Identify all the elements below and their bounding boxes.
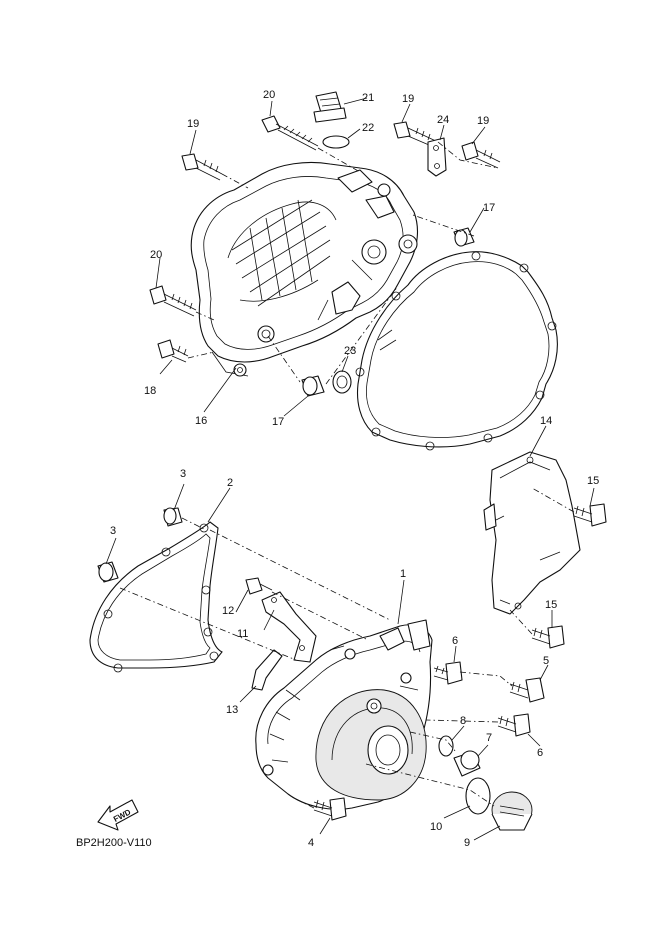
bolt-15-top [573,503,607,527]
callout-7: 7 [486,732,492,744]
generator-cover-gasket [89,521,223,669]
bolt-20-top [261,115,319,151]
diagram-code: BP2H200-V110 [76,837,152,849]
callout-11: 11 [237,628,248,640]
plug-7 [453,750,481,777]
callout-20: 20 [263,89,275,101]
crankcase-cover [190,161,419,363]
callout-4: 4 [308,837,314,849]
callout-22: 22 [362,122,374,134]
dowel-pin-17-bottom [301,375,325,397]
bolt-6-bottom [497,713,531,737]
bolt-5 [509,677,545,703]
callout-3: 3 [110,525,116,537]
bolt-12 [245,577,273,595]
callout-1: 1 [400,568,406,580]
crankcase-gasket [356,251,558,448]
bolt-4 [313,797,347,821]
bolt-19-left [181,153,223,181]
oil-filler-plug-21 [313,91,347,123]
plug-cap-9 [491,791,533,831]
callout-5: 5 [543,655,549,667]
callout-6: 6 [452,635,458,647]
callout-17: 17 [483,202,495,214]
bracket-24 [427,137,447,177]
forward-direction-arrow-icon: FWD [97,799,139,831]
callout-6: 6 [537,747,543,759]
clamp-13 [251,649,283,691]
callout-15: 15 [545,599,557,611]
sprocket-cover-14 [489,451,581,615]
oil-seal-23 [332,370,352,394]
o-ring-8 [438,735,454,757]
callout-19: 19 [187,118,199,130]
bolt-18 [157,339,189,363]
callout-2: 2 [227,477,233,489]
callout-16: 16 [195,415,207,427]
dowel-pin-3-bottom [97,561,119,583]
callout-3: 3 [180,468,186,480]
bolt-6-top [433,661,463,685]
callout-24: 24 [437,114,449,126]
o-ring-10 [465,777,491,815]
dowel-pin-3-top [163,507,183,527]
bracket-11 [261,591,317,663]
bolt-19-right [461,141,501,169]
callout-18: 18 [144,385,156,397]
callout-15: 15 [587,475,599,487]
callout-19: 19 [402,93,414,105]
callout-20: 20 [150,249,162,261]
dowel-pin-17-top [453,227,475,247]
bolt-20-left [149,285,197,317]
callout-13: 13 [226,704,238,716]
callout-21: 21 [362,92,374,104]
callout-8: 8 [460,715,466,727]
callout-10: 10 [430,821,442,833]
callout-12: 12 [222,605,234,617]
callout-19: 19 [477,115,489,127]
callout-23: 23 [344,345,356,357]
callout-9: 9 [464,837,470,849]
callout-14: 14 [540,415,552,427]
callout-17: 17 [272,416,284,428]
o-ring-22 [322,135,350,149]
bolt-15-bottom [531,625,565,649]
